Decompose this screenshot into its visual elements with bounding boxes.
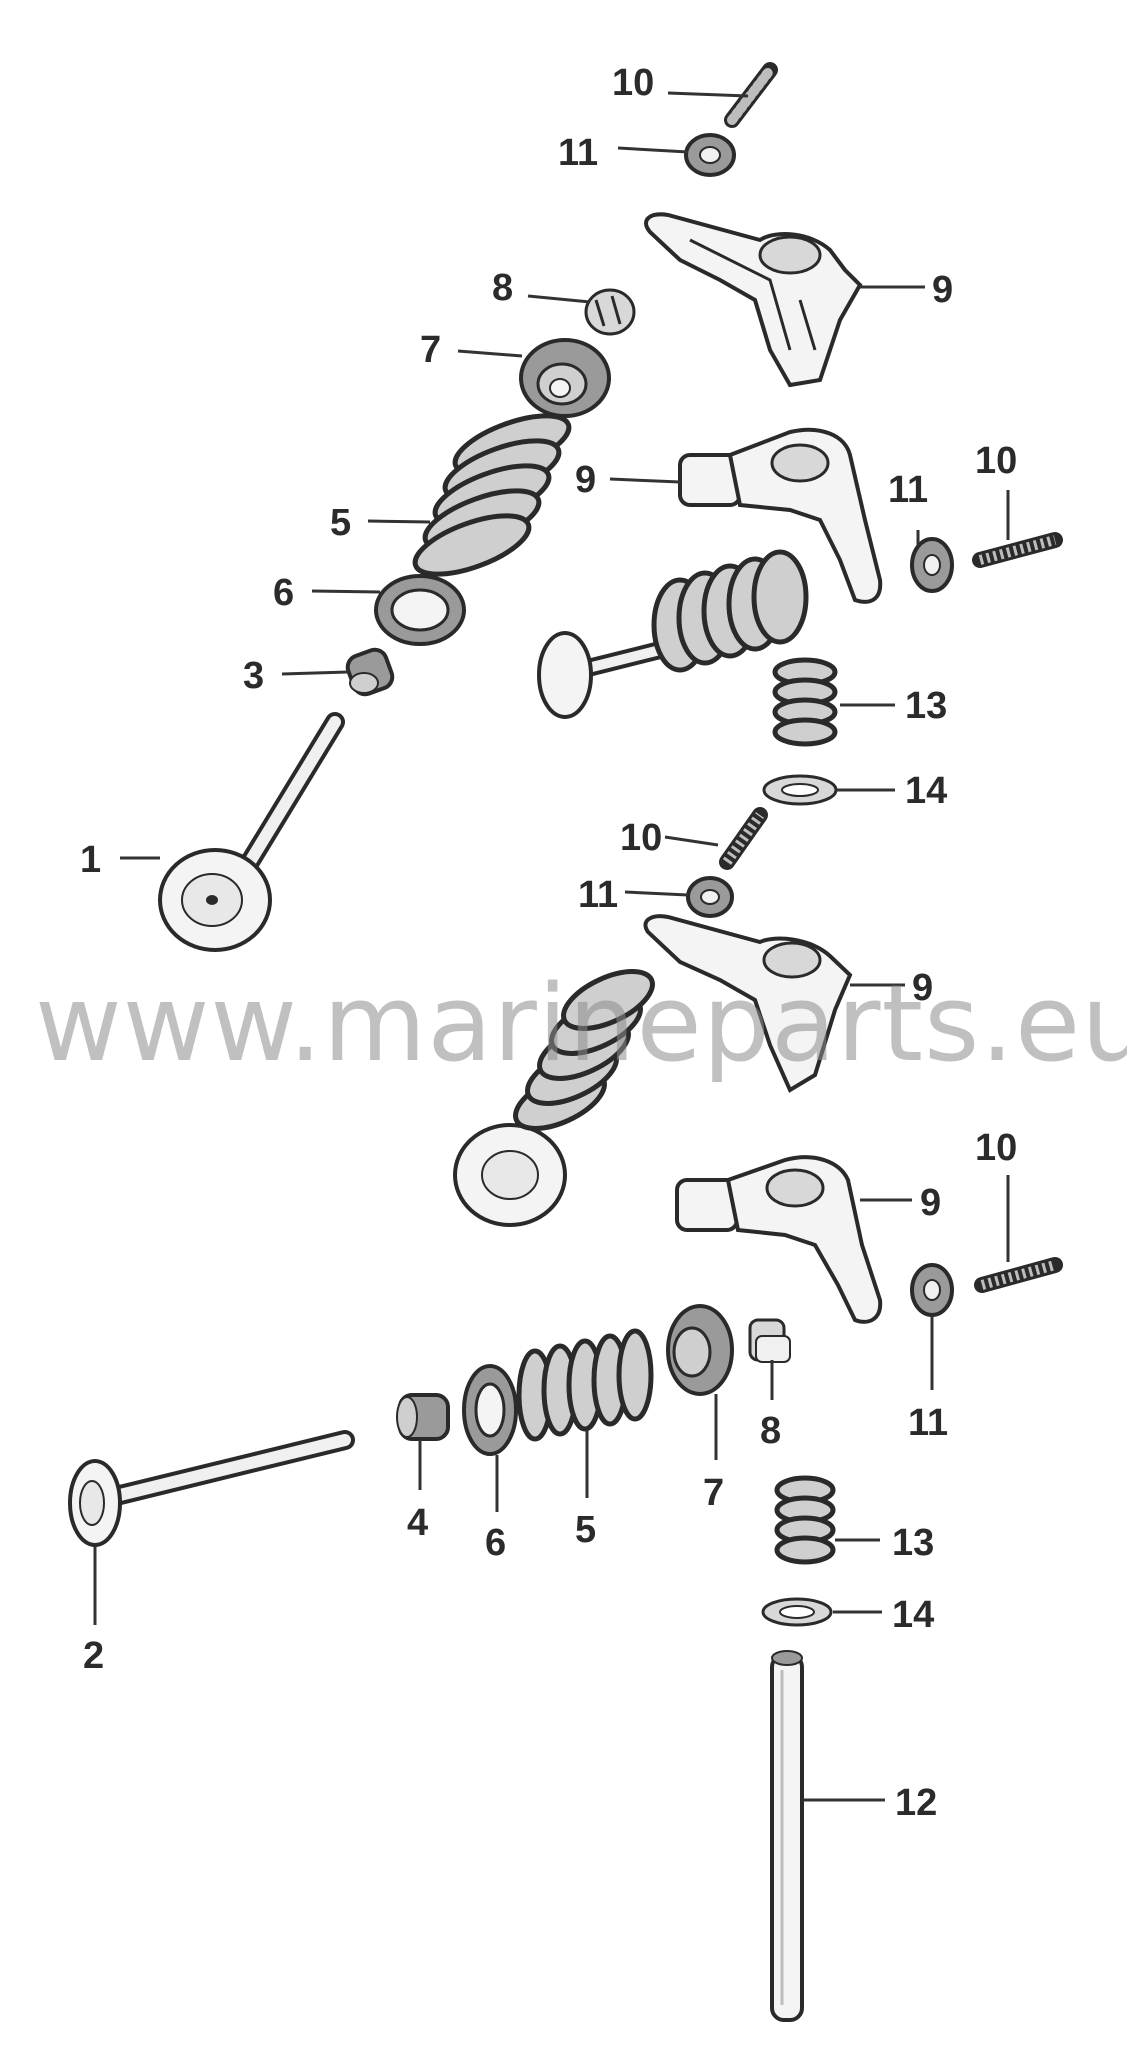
callout-4: 4 <box>407 1502 428 1544</box>
callout-9: 9 <box>912 967 933 1009</box>
nut-11-second <box>910 537 954 593</box>
nut-11-fourth <box>910 1263 954 1317</box>
seat-6-top <box>374 574 466 646</box>
rocker-arm-9-third <box>643 914 853 1093</box>
callout-6: 6 <box>485 1522 506 1564</box>
callout-13: 13 <box>892 1522 934 1564</box>
seal-3 <box>345 647 395 697</box>
callout-10: 10 <box>975 1127 1017 1169</box>
callout-5: 5 <box>330 502 351 544</box>
callout-7: 7 <box>703 1472 724 1514</box>
callout-9: 9 <box>932 269 953 311</box>
callout-13: 13 <box>905 685 947 727</box>
callout-1: 1 <box>80 839 101 881</box>
stud-10-fourth <box>974 1257 1063 1293</box>
callout-14: 14 <box>892 1594 934 1636</box>
callout-7: 7 <box>420 329 441 371</box>
callout-2: 2 <box>83 1635 104 1677</box>
stud-10-middle <box>719 807 768 870</box>
spring-5-top <box>412 413 572 577</box>
rocker-arm-9-top <box>644 212 863 388</box>
callout-12: 12 <box>895 1782 937 1824</box>
keeper-8-lower <box>748 1318 791 1363</box>
keeper-8-top <box>584 288 636 336</box>
leader-lines <box>93 91 1010 1802</box>
callout-10: 10 <box>975 440 1017 482</box>
callout-14: 14 <box>905 770 947 812</box>
pushrod-12 <box>770 1650 804 2022</box>
rocker-arm-9-second <box>678 427 883 604</box>
seat-6-lower <box>462 1364 518 1456</box>
callout-11: 11 <box>558 132 598 174</box>
valve-2 <box>68 1430 355 1547</box>
callout-11: 11 <box>578 874 618 916</box>
callout-9: 9 <box>920 1182 941 1224</box>
callout-5: 5 <box>575 1509 596 1551</box>
callout-10: 10 <box>620 817 662 859</box>
nut-11-top <box>684 133 736 177</box>
watermark: www.marineparts.eu <box>35 962 1127 1085</box>
stud-10-top <box>724 62 778 128</box>
nut-11-middle <box>686 876 734 918</box>
spring-5-lower <box>516 1328 654 1442</box>
retainer-7-top <box>519 338 611 418</box>
callout-3: 3 <box>243 655 264 697</box>
valve-1 <box>158 712 345 952</box>
retainer-7-lower <box>666 1304 734 1396</box>
callout-11: 11 <box>908 1402 948 1444</box>
seal-4 <box>396 1393 450 1441</box>
callout-9: 9 <box>575 459 596 501</box>
spring-13-lower <box>774 1475 836 1565</box>
stud-10-second <box>972 532 1063 568</box>
spring-13-upper <box>772 657 838 747</box>
washer-14-lower <box>761 1597 833 1627</box>
callout-8: 8 <box>760 1410 781 1452</box>
callout-10: 10 <box>612 62 654 104</box>
callout-8: 8 <box>492 267 513 309</box>
valve-spring-assembly-lower <box>453 969 655 1227</box>
washer-14-upper <box>762 774 838 806</box>
callout-11: 11 <box>888 469 928 511</box>
valve-spring-assembly-upper <box>537 549 809 719</box>
rocker-arm-9-fourth <box>675 1155 883 1324</box>
callout-6: 6 <box>273 572 294 614</box>
